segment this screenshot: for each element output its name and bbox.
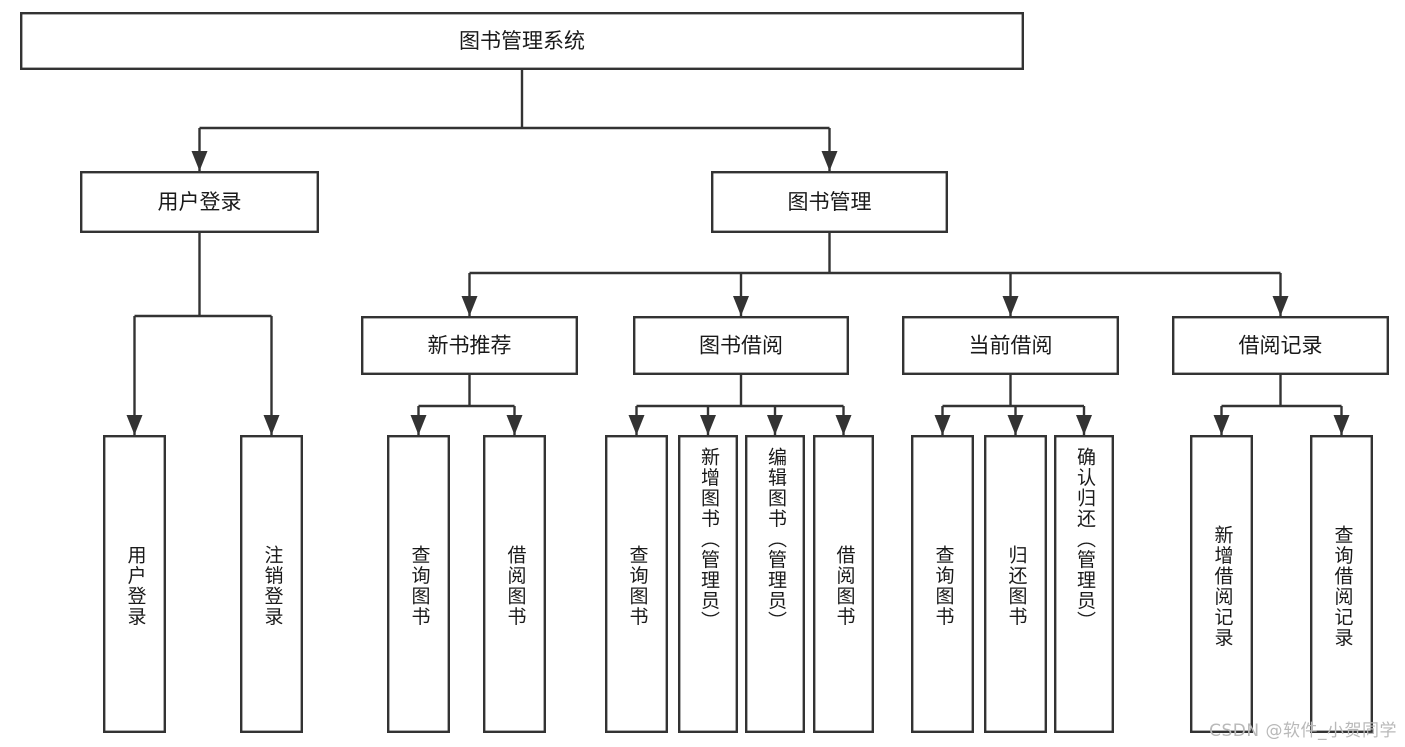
node-label-root: 图书管理系统 xyxy=(459,29,585,53)
arrow-head-icon xyxy=(461,296,478,316)
node-leaf-query-record[interactable] xyxy=(1309,435,1373,734)
node-new-book-rec[interactable] xyxy=(361,316,579,376)
connector-layer xyxy=(126,70,1350,435)
node-borrow-record[interactable] xyxy=(1171,316,1389,376)
arrow-head-icon xyxy=(934,415,951,435)
node-leaf-add-record[interactable] xyxy=(1189,435,1253,734)
arrow-head-icon xyxy=(1007,415,1024,435)
node-leaf-query-book-2[interactable] xyxy=(605,435,669,734)
arrow-head-icon xyxy=(410,415,427,435)
arrow-head-icon xyxy=(126,415,143,435)
node-leaf-edit-book[interactable] xyxy=(745,435,806,734)
arrow-head-icon xyxy=(191,151,208,171)
arrow-head-icon xyxy=(506,415,523,435)
arrow-head-icon xyxy=(1272,296,1289,316)
node-leaf-confirm-return[interactable] xyxy=(1053,435,1114,734)
arrow-head-icon xyxy=(628,415,645,435)
node-book-manage[interactable] xyxy=(711,170,949,233)
node-label-new-book-rec: 新书推荐 xyxy=(428,334,512,358)
node-leaf-logout[interactable] xyxy=(239,435,303,734)
node-leaf-borrow-book-1[interactable] xyxy=(483,435,547,734)
arrow-head-icon xyxy=(263,415,280,435)
arrow-head-icon xyxy=(1002,296,1019,316)
node-leaf-query-book-3[interactable] xyxy=(911,435,975,734)
node-label-user-login: 用户登录 xyxy=(158,190,242,214)
node-leaf-add-book[interactable] xyxy=(678,435,739,734)
node-current-borrow[interactable] xyxy=(902,316,1120,376)
arrow-head-icon xyxy=(1333,415,1350,435)
node-leaf-return-book[interactable] xyxy=(984,435,1048,734)
arrow-head-icon xyxy=(700,415,716,435)
arrow-head-icon xyxy=(767,415,783,435)
arrow-head-icon xyxy=(1076,415,1092,435)
node-label-current-borrow: 当前借阅 xyxy=(969,334,1053,358)
node-root[interactable] xyxy=(20,11,1024,70)
arrow-head-icon xyxy=(835,415,852,435)
node-label-book-borrow: 图书借阅 xyxy=(699,334,783,358)
node-book-borrow[interactable] xyxy=(633,316,850,376)
node-box-layer xyxy=(20,11,1389,734)
node-leaf-query-book-1[interactable] xyxy=(387,435,451,734)
node-label-borrow-record: 借阅记录 xyxy=(1239,334,1323,358)
node-leaf-user-login[interactable] xyxy=(102,435,166,734)
arrow-head-icon xyxy=(733,296,749,316)
node-label-book-manage: 图书管理 xyxy=(788,190,872,214)
arrow-head-icon xyxy=(1213,415,1230,435)
node-leaf-borrow-book-2[interactable] xyxy=(813,435,875,734)
node-user-login[interactable] xyxy=(79,170,320,233)
arrow-head-icon xyxy=(821,151,838,171)
watermark-text: CSDN @软件_小贺同学 xyxy=(1209,721,1397,741)
